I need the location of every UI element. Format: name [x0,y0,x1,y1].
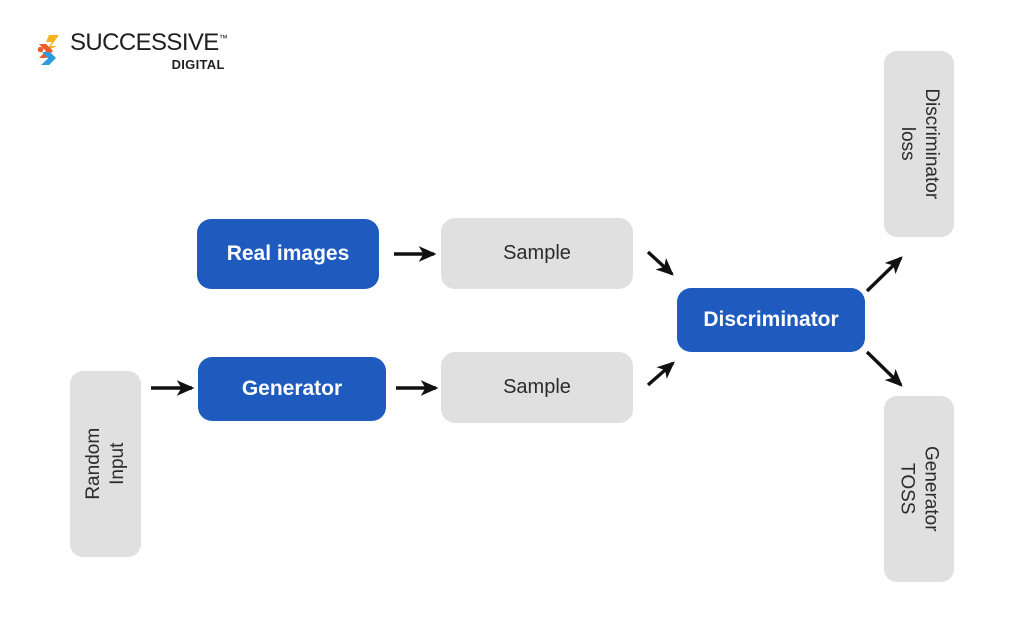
node-discriminator-loss-label: Discriminator loss [895,89,943,200]
node-generator-loss[interactable]: Generator TOSS [884,396,954,582]
node-discriminator-loss-label-line1: Discriminator [920,88,942,200]
arrow-sample-real-to-discriminator [646,250,674,276]
node-generator-loss-label: Generator TOSS [895,446,943,532]
logo-trademark-symbol: ™ [218,33,228,43]
logo-wordmark: SUCCESSIVE™ DIGITAL [70,31,228,72]
node-random-input-label-line1: Random [82,428,104,500]
node-random-input-label-line2: Input [106,442,128,486]
node-discriminator-loss-label-line2: loss [897,127,919,161]
node-sample-fake-label: Sample [503,376,571,398]
node-random-input[interactable]: Random Input [70,371,141,557]
arrow-discriminator-to-generator-loss [865,350,903,387]
node-discriminator[interactable]: Discriminator [677,288,865,352]
successive-digital-logo: SUCCESSIVE™ DIGITAL [36,31,228,71]
successive-chevron-mark-icon [37,35,59,65]
node-generator[interactable]: Generator [198,357,386,421]
logo-subtitle: DIGITAL [171,57,225,72]
node-sample-real[interactable]: Sample [441,218,633,289]
node-generator-label: Generator [241,376,343,400]
node-real-images-label: Real images [226,241,350,265]
logo-company-name: SUCCESSIVE™ [70,31,228,55]
arrow-sample-fake-to-discriminator [646,361,675,387]
node-discriminator-label: Discriminator [703,307,839,331]
node-real-images[interactable]: Real images [197,219,379,289]
node-generator-loss-label-line2: TOSS [897,463,919,515]
logo-company-name-text: SUCCESSIVE [70,29,219,56]
node-sample-fake[interactable]: Sample [441,352,633,423]
node-sample-real-label: Sample [503,242,571,264]
arrow-discriminator-to-discriminator-loss [865,256,903,293]
node-random-input-label: Random Input [82,428,130,500]
node-discriminator-loss[interactable]: Discriminator loss [884,51,954,237]
node-generator-loss-label-line1: Generator [920,446,942,532]
